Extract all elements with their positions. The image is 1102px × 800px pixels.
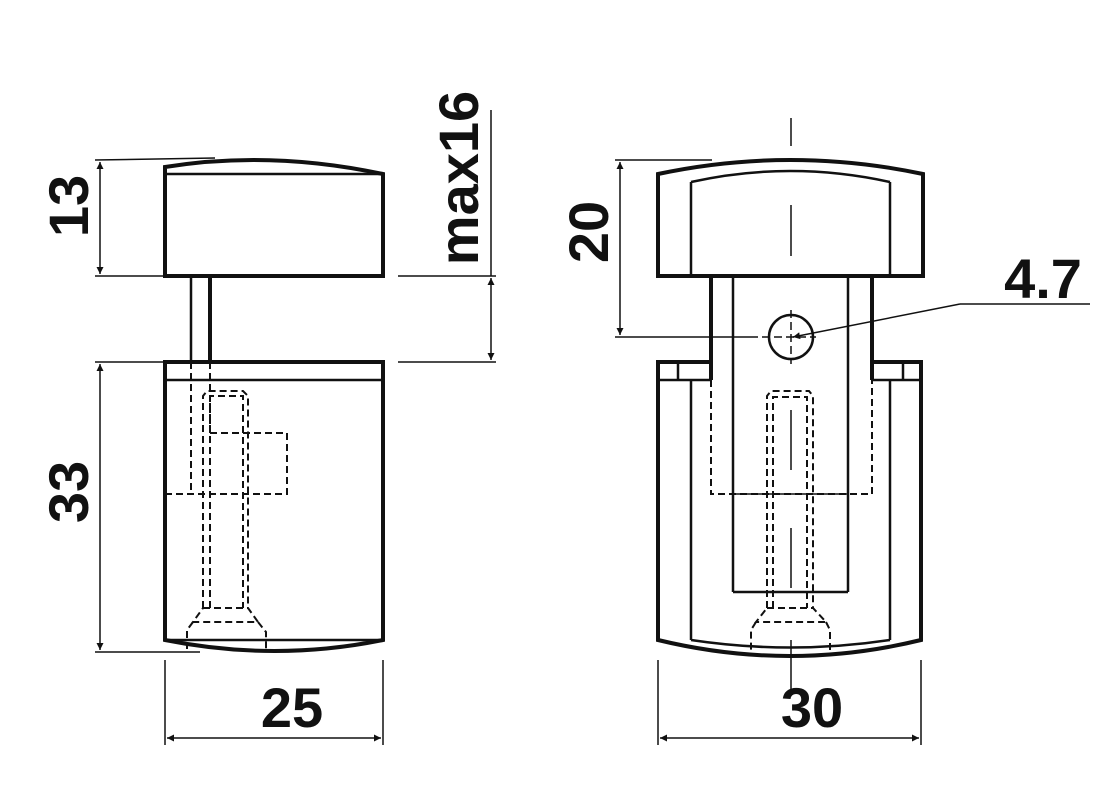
dim-front-width-label: 30 [781, 676, 843, 739]
side-body [163, 360, 385, 653]
side-stem [189, 276, 212, 362]
mounting-hole [750, 310, 816, 364]
dimension-33: 33 [37, 361, 200, 653]
dimension-30: 30 [657, 660, 922, 745]
dim-body-height-label: 33 [37, 461, 100, 523]
dim-hole-offset-label: 20 [557, 201, 620, 263]
dimension-20: 20 [557, 159, 750, 338]
dimension-max16: max16 [398, 91, 496, 363]
front-hidden-lines [710, 380, 873, 650]
dimension-13: 13 [37, 157, 216, 277]
dim-cap-height-label: 13 [37, 175, 100, 237]
dim-gap-label: max16 [427, 91, 490, 265]
dimension-4-7-leader: 4.7 [792, 247, 1090, 340]
front-view: 20 4.7 30 [557, 118, 1090, 745]
dimension-25: 25 [164, 660, 384, 745]
dim-side-width-label: 25 [261, 676, 323, 739]
dim-hole-diameter-label: 4.7 [1004, 247, 1082, 310]
side-hidden-lines [165, 362, 288, 650]
front-cap [656, 118, 925, 278]
front-body [656, 360, 923, 690]
side-view: 13 33 max16 25 [37, 91, 496, 745]
side-cap [163, 157, 385, 278]
